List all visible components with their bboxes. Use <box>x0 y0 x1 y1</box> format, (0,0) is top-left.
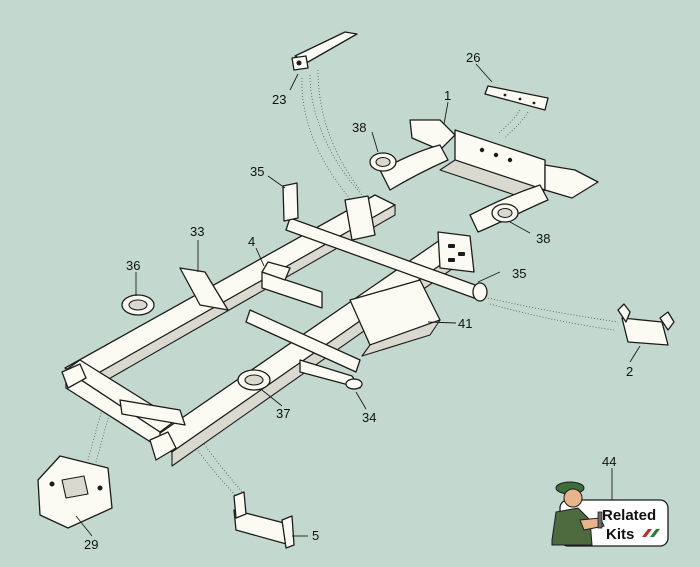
callout-41: 41 <box>458 316 472 331</box>
callout-23: 23 <box>272 92 286 107</box>
callout-labels: 1 2 4 5 23 26 29 33 34 35 35 36 37 38 38… <box>84 50 633 552</box>
kits-green-stripe-icon <box>650 529 660 537</box>
callout-leaders <box>75 63 641 537</box>
related-kits-line2: Kits <box>606 526 634 543</box>
callout-33: 33 <box>190 224 204 239</box>
callout-2: 2 <box>626 364 633 379</box>
callout-4: 4 <box>248 234 255 249</box>
callout-34: 34 <box>362 410 376 425</box>
callout-5: 5 <box>312 528 319 543</box>
part-23 <box>291 31 358 71</box>
callout-36: 36 <box>126 258 140 273</box>
related-kits-line1: Related <box>602 507 656 524</box>
callout-29: 29 <box>84 537 98 552</box>
kits-red-stripe-icon <box>642 529 652 537</box>
part-26 <box>484 85 549 111</box>
chassis-frame <box>61 119 599 467</box>
callout-1: 1 <box>444 88 451 103</box>
part-5 <box>233 491 295 549</box>
callout-35-upper: 35 <box>250 164 264 179</box>
part-29 <box>37 455 113 529</box>
callout-38-upper: 38 <box>352 120 366 135</box>
callout-44: 44 <box>602 454 616 469</box>
explode-lines <box>87 69 619 499</box>
part-2 <box>617 303 675 346</box>
related-kits-badge[interactable]: Related Kits <box>551 481 669 547</box>
callout-26: 26 <box>466 50 480 65</box>
callout-38-lower: 38 <box>536 231 550 246</box>
mechanic-icon <box>551 481 605 546</box>
callout-37: 37 <box>276 406 290 421</box>
callout-35-lower: 35 <box>512 266 526 281</box>
